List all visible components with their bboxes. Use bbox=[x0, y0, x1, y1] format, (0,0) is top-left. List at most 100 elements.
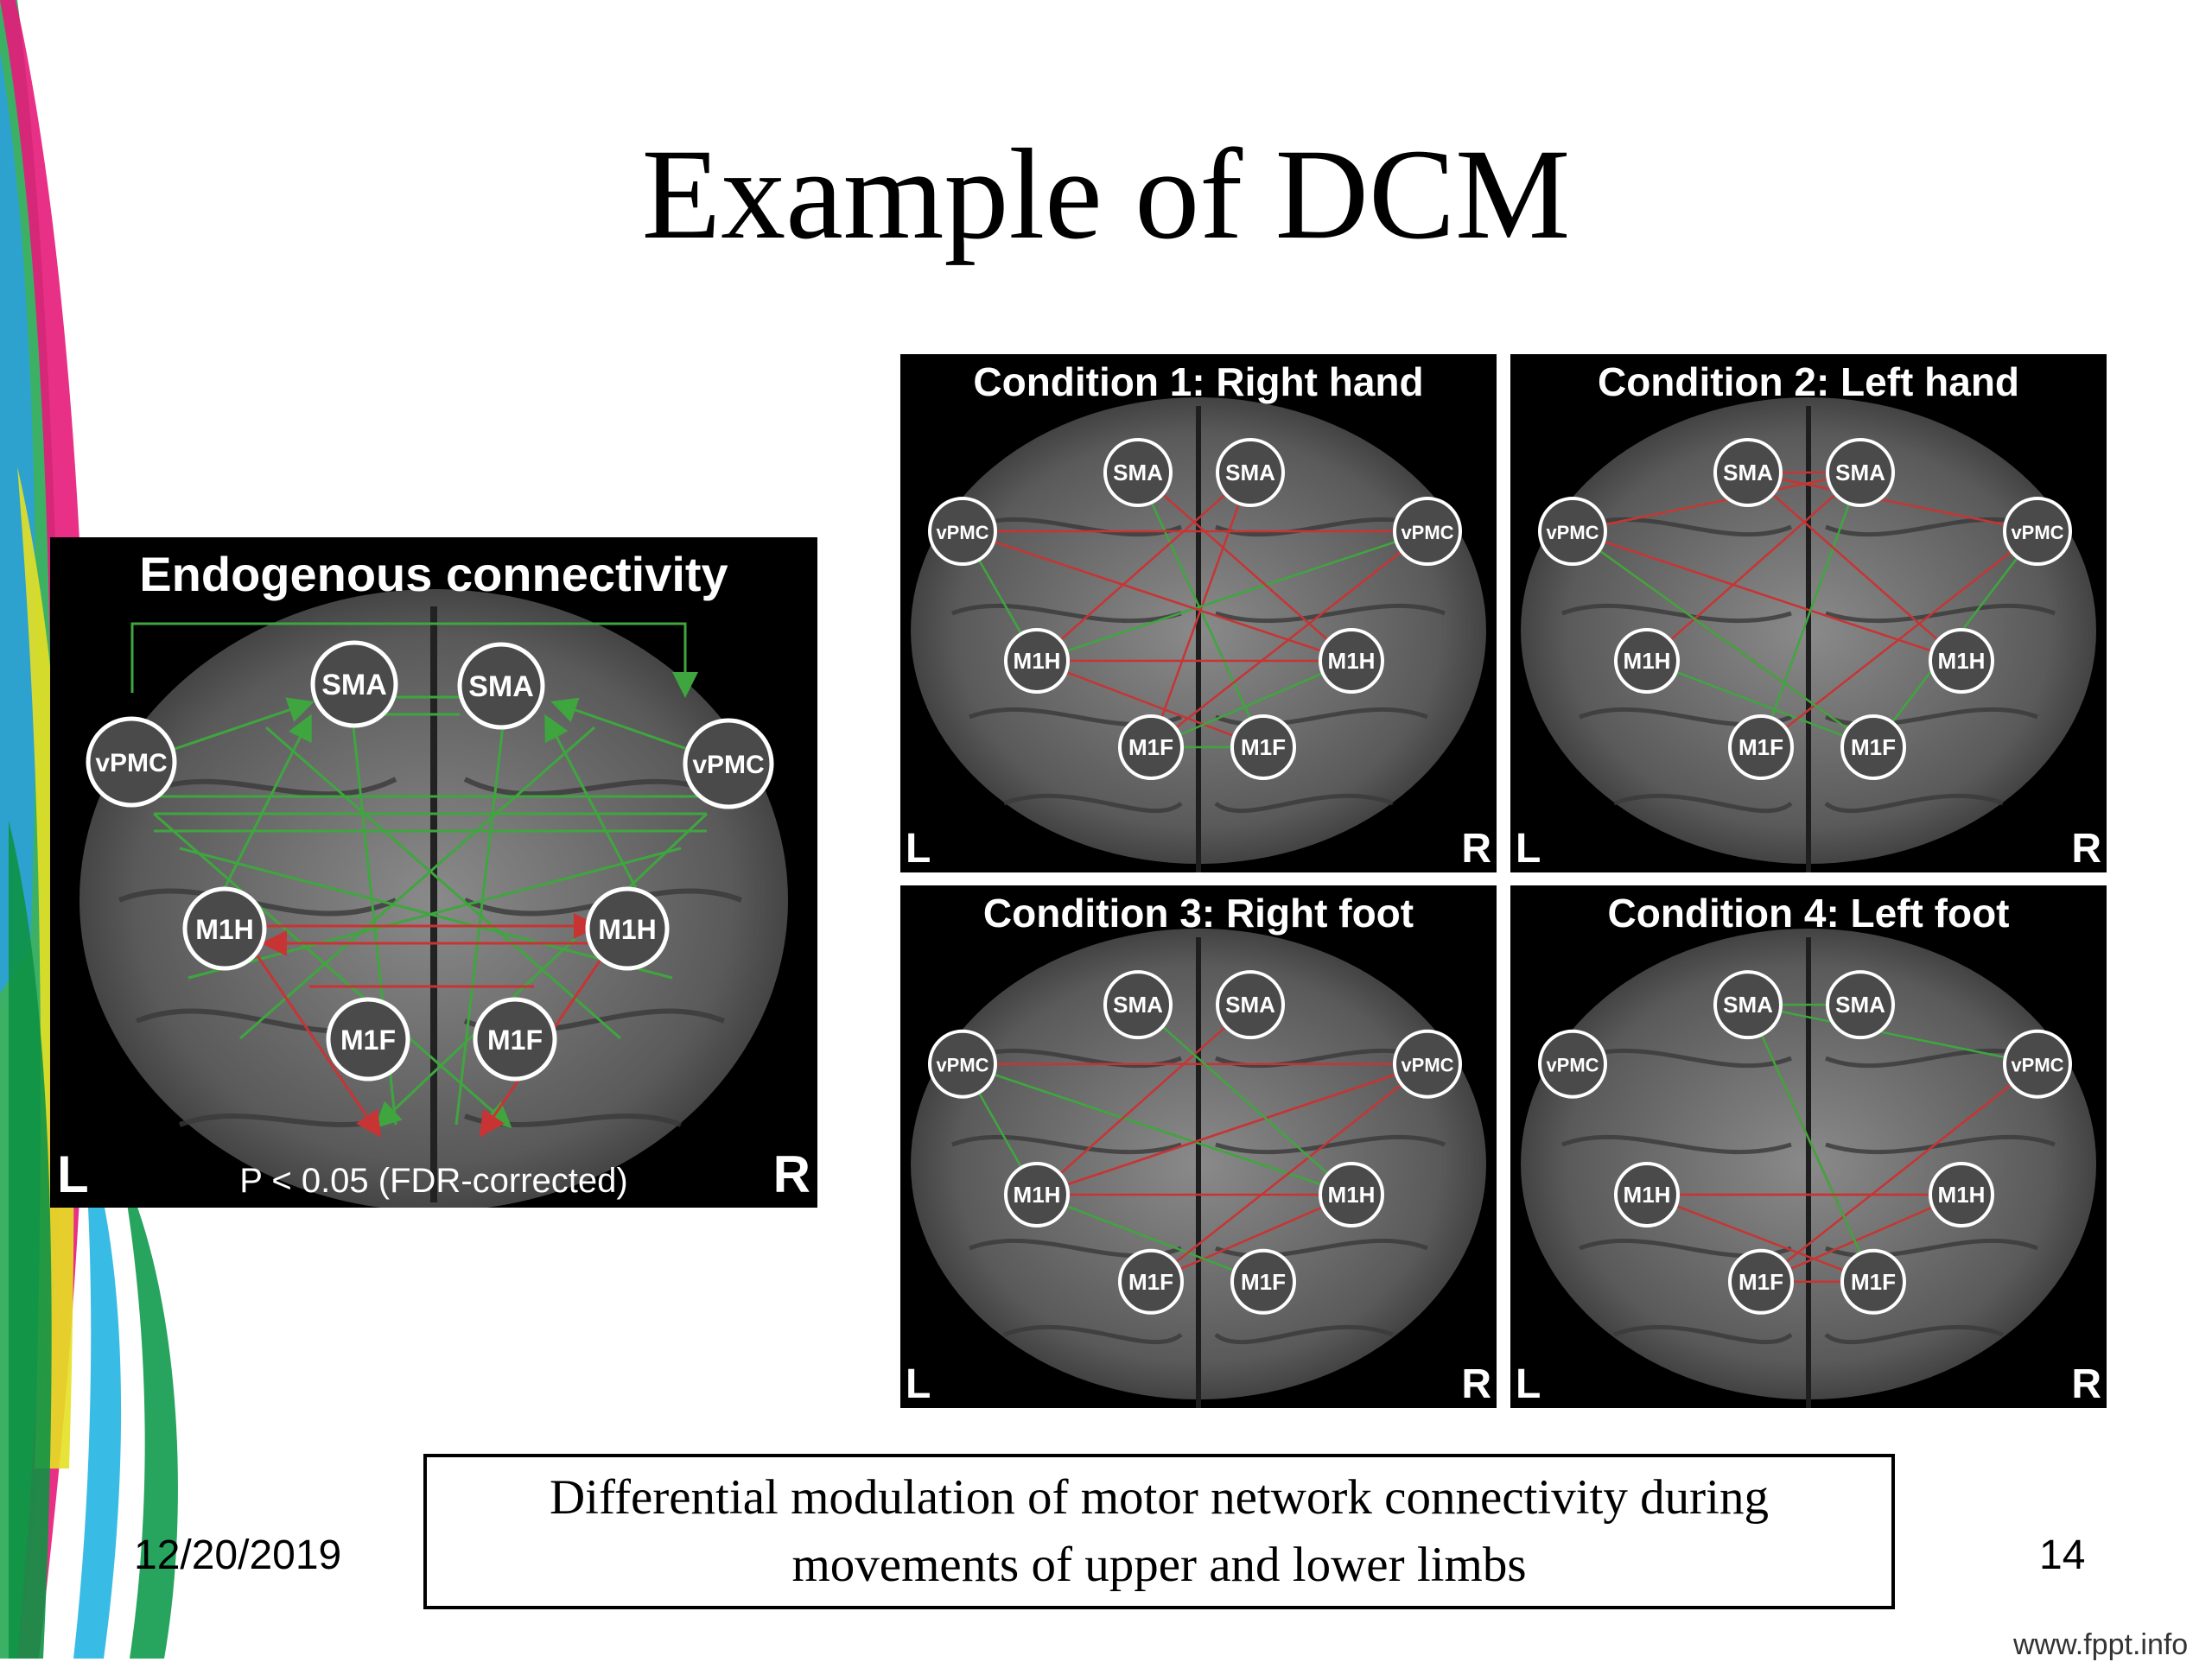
m1h-left-label: M1H bbox=[1014, 648, 1061, 674]
vpmc-right-label: vPMC bbox=[2011, 1055, 2063, 1076]
sma-left-node bbox=[1103, 970, 1173, 1040]
negative-connection-arrow bbox=[1150, 1193, 1352, 1283]
vpmc-left-label: vPMC bbox=[936, 1055, 988, 1076]
sma-right-label: SMA bbox=[1225, 460, 1275, 485]
m1f-right-label: M1F bbox=[1851, 1269, 1896, 1295]
negative-connection-arrow bbox=[1646, 472, 1861, 662]
negative-connection-arrow bbox=[1036, 659, 1264, 749]
m1f-left-node bbox=[326, 997, 410, 1082]
vpmc-left-label: vPMC bbox=[1546, 1055, 1599, 1076]
m1f-left-label: M1F bbox=[1738, 734, 1783, 760]
positive-connection-arrow bbox=[1137, 1004, 1352, 1196]
m1f-left-node bbox=[1728, 1248, 1794, 1315]
page-number: 14 bbox=[2039, 1532, 2086, 1578]
negative-connection-arrow bbox=[1760, 1063, 2038, 1283]
m1h-left-label: M1H bbox=[195, 914, 254, 945]
negative-connection-arrow bbox=[1747, 471, 2038, 533]
caption-line-2: movements of upper and lower limbs bbox=[791, 1538, 1527, 1592]
sma-right-label: SMA bbox=[1835, 460, 1885, 485]
negative-connection-arrow bbox=[1572, 471, 1861, 533]
m1h-right-label: M1H bbox=[1328, 1182, 1376, 1208]
negative-connection-arrow bbox=[1760, 1193, 1962, 1283]
vpmc-left-label: vPMC bbox=[1546, 522, 1599, 543]
vpmc-left-label: vPMC bbox=[95, 749, 167, 777]
endogenous-right-label: R bbox=[772, 1145, 810, 1203]
m1h-left-label: M1H bbox=[1624, 1182, 1671, 1208]
caption-line-1: Differential modulation of motor network… bbox=[550, 1470, 1769, 1525]
m1f-left-label: M1F bbox=[1128, 1269, 1173, 1295]
slide-title: Example of DCM bbox=[641, 123, 1571, 266]
m1h-right-label: M1H bbox=[1938, 648, 1986, 674]
negative-connection-arrow bbox=[962, 530, 1352, 663]
condition-2-right-label: R bbox=[2071, 826, 2101, 872]
negative-connection-arrow bbox=[1150, 530, 1428, 748]
m1h-left-node bbox=[1614, 1161, 1680, 1227]
positive-connection-arrow bbox=[1150, 659, 1352, 749]
negative-connection-arrow bbox=[1036, 472, 1251, 662]
m1f-left-node bbox=[1118, 714, 1184, 780]
negative-connection-arrow bbox=[1646, 1193, 1874, 1283]
positive-connection-arrow bbox=[1759, 472, 1862, 748]
negative-connection-arrow bbox=[1747, 472, 1962, 662]
vpmc-right-node bbox=[2003, 497, 2072, 566]
m1f-right-node bbox=[1840, 1248, 1906, 1315]
condition-3-title: Condition 3: Right foot bbox=[982, 891, 1414, 936]
sma-left-label: SMA bbox=[1723, 992, 1773, 1018]
m1h-left-node bbox=[1004, 628, 1070, 694]
m1f-left-label: M1F bbox=[340, 1024, 396, 1056]
endogenous-brain-figure: SMA SMA vPMC vPMC M1H M1H M1F M1F bbox=[79, 589, 788, 1208]
vpmc-right-node bbox=[683, 718, 774, 809]
condition-4-title: Condition 4: Left foot bbox=[1607, 891, 2010, 936]
sma-right-node bbox=[457, 642, 545, 730]
m1h-left-label: M1H bbox=[1014, 1182, 1061, 1208]
m1h-right-node bbox=[1319, 628, 1384, 694]
positive-connection-arrow bbox=[1036, 530, 1428, 663]
m1f-left-label: M1F bbox=[1738, 1269, 1783, 1295]
m1h-right-label: M1H bbox=[1938, 1182, 1986, 1208]
vpmc-left-node bbox=[1538, 497, 1607, 566]
condition-4-left-label: L bbox=[1516, 1361, 1541, 1407]
m1f-right-label: M1F bbox=[1241, 1269, 1286, 1295]
vpmc-left-node bbox=[928, 1029, 997, 1099]
condition-2-left-label: L bbox=[1516, 826, 1541, 872]
m1f-right-label: M1F bbox=[1241, 734, 1286, 760]
condition-1-right-label: R bbox=[1461, 826, 1491, 872]
negative-connection-arrow bbox=[1150, 1063, 1428, 1283]
vpmc-left-node bbox=[86, 716, 177, 808]
m1h-right-node bbox=[585, 886, 670, 971]
positive-connection-arrow bbox=[962, 1063, 1352, 1196]
m1h-left-node bbox=[1004, 1161, 1070, 1227]
sma-left-label: SMA bbox=[1113, 992, 1163, 1018]
endogenous-left-label: L bbox=[57, 1145, 89, 1203]
endogenous-connectivity-panel: SMA SMA vPMC vPMC M1H M1H M1F M1F Endoge… bbox=[50, 537, 817, 1208]
sma-left-node bbox=[310, 640, 398, 728]
endogenous-panel-title: Endogenous connectivity bbox=[139, 547, 728, 601]
m1f-left-node bbox=[1728, 714, 1794, 780]
m1f-right-node bbox=[473, 997, 557, 1082]
vpmc-right-label: vPMC bbox=[1401, 522, 1453, 543]
condition-2-title: Condition 2: Left hand bbox=[1597, 359, 2020, 404]
m1f-left-label: M1F bbox=[1128, 734, 1173, 760]
condition-1-title: Condition 1: Right hand bbox=[973, 359, 1424, 404]
positive-connection-arrow bbox=[1572, 530, 1874, 749]
vpmc-right-label: vPMC bbox=[2011, 522, 2063, 543]
condition-3-left-label: L bbox=[906, 1361, 931, 1407]
condition-4-right-label: R bbox=[2071, 1361, 2101, 1407]
sma-left-node bbox=[1713, 438, 1783, 507]
m1f-right-node bbox=[1230, 1248, 1296, 1315]
m1f-right-node bbox=[1230, 714, 1296, 780]
positive-connection-arrow bbox=[1036, 1193, 1264, 1283]
m1h-right-node bbox=[1929, 1161, 1994, 1227]
m1h-right-label: M1H bbox=[1328, 648, 1376, 674]
sma-left-label: SMA bbox=[321, 669, 387, 701]
sma-right-node bbox=[1216, 438, 1285, 507]
sma-left-node bbox=[1103, 438, 1173, 507]
positive-connection-arrow bbox=[1646, 659, 1874, 749]
sma-left-node bbox=[1713, 970, 1783, 1040]
